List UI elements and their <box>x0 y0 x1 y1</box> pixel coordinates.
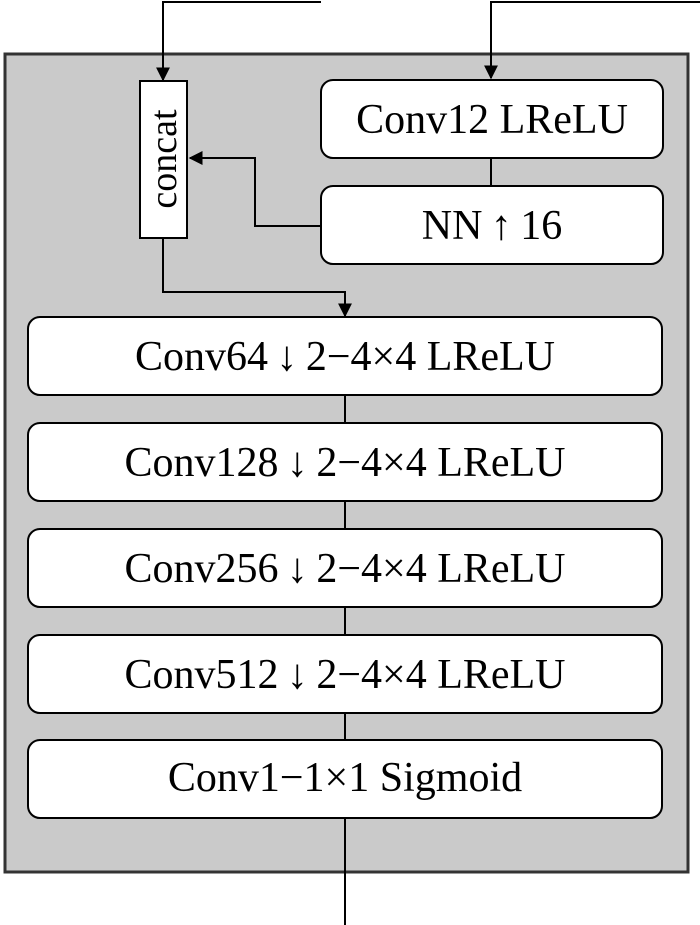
concat-node: concat <box>139 80 188 239</box>
input-arrow-left <box>156 1 321 82</box>
conv256-node: Conv256 ↓ 2−4×4 LReLU <box>27 528 663 608</box>
conv64-node: Conv64 ↓ 2−4×4 LReLU <box>27 316 663 396</box>
concat-label: concat <box>143 109 185 209</box>
conv1-sigmoid-node: Conv1−1×1 Sigmoid <box>27 739 663 819</box>
conv12-node: Conv12 LReLU <box>320 79 664 159</box>
conv256-label: Conv256 ↓ 2−4×4 LReLU <box>125 546 566 592</box>
arrow-nn-to-concat <box>188 151 322 227</box>
arrow-concat-to-conv64 <box>162 238 352 318</box>
conv12-label: Conv12 LReLU <box>356 97 628 143</box>
conv1-sigmoid-label: Conv1−1×1 Sigmoid <box>168 755 522 801</box>
nn-upsample-node: NN ↑ 16 <box>320 185 664 265</box>
conv128-node: Conv128 ↓ 2−4×4 LReLU <box>27 422 663 502</box>
conv512-node: Conv512 ↓ 2−4×4 LReLU <box>27 634 663 714</box>
conv128-label: Conv128 ↓ 2−4×4 LReLU <box>125 440 566 486</box>
nn-upsample-label: NN ↑ 16 <box>422 203 562 249</box>
conv64-label: Conv64 ↓ 2−4×4 LReLU <box>135 334 555 380</box>
input-arrow-right <box>484 1 700 80</box>
conv512-label: Conv512 ↓ 2−4×4 LReLU <box>125 652 566 698</box>
